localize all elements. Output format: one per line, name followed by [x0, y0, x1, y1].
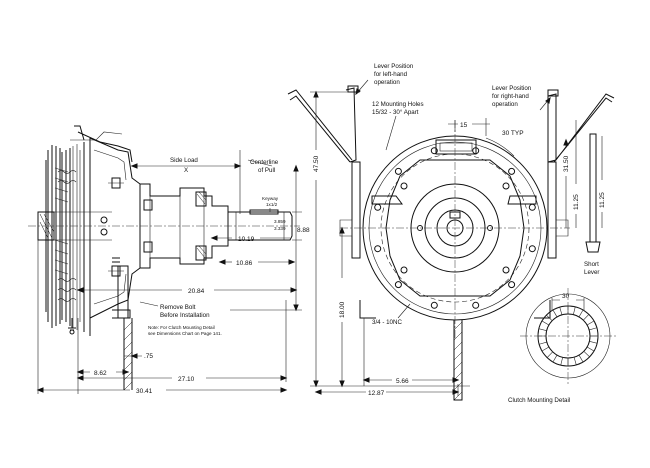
mounting-hole	[472, 301, 480, 309]
mount-holes-line1: 12 Mounting Holes	[372, 101, 424, 108]
lever-left-line3: operation	[374, 79, 400, 86]
dim-27-10: 27.10	[178, 376, 195, 383]
spline-tooth	[537, 328, 547, 337]
dim-75: .75	[144, 353, 153, 360]
lever-right-line3: operation	[492, 101, 518, 108]
spline-tooth	[538, 341, 550, 352]
side-load-x: X	[184, 167, 188, 174]
mounting-hole	[430, 147, 438, 155]
before-install-label: Before Installation	[160, 312, 210, 319]
mounting-hole	[430, 301, 438, 309]
mounting-hole	[508, 281, 516, 289]
dim-20-84: 20.84	[188, 288, 205, 295]
dim-8-88: 8.88	[297, 227, 310, 234]
side-load-label: Side Load	[170, 157, 198, 164]
spline-tooth	[578, 309, 590, 321]
thread-label: 3/4 - 10NC	[372, 319, 402, 326]
short-lever-line2: Lever	[584, 269, 599, 276]
dim-11-25-a: 11.25	[573, 194, 580, 210]
spline-tooth	[589, 335, 599, 344]
clutch-mounting-detail: 30 Clutch Mounting Detail	[508, 288, 616, 404]
side-elevation-view	[28, 125, 300, 391]
note-line2: see Dimensions Chart on Page 141.	[148, 331, 222, 336]
dim-8-62: 8.62	[94, 370, 107, 377]
dim-12-87: 12.87	[368, 390, 385, 397]
lever-right-line2: for right-hand	[492, 93, 529, 100]
dim-31-50: 31.50	[563, 155, 570, 172]
spline-tooth	[560, 357, 569, 367]
shaft-dia-1: 3.859	[274, 219, 286, 224]
dim-10-19: 10.19	[238, 236, 255, 243]
dim-10-86: 10.86	[236, 260, 253, 267]
spline-tooth	[552, 306, 563, 318]
keyway-size: 1x1/2	[266, 202, 278, 207]
keyway-label: Keyway	[262, 196, 279, 201]
dim-11-25-b: 11.25	[599, 192, 606, 208]
dim-5-66: 5.66	[396, 378, 409, 385]
of-pull-label: of Pull	[258, 167, 275, 174]
note-line1: Note: For Clutch Mounting Detail	[148, 325, 215, 330]
mount-holes-line2: 15/32 - 30° Apart	[372, 109, 419, 116]
mounting-holes	[374, 147, 536, 309]
short-lever-line1: Short	[584, 261, 599, 268]
centerline-label: Centerline	[250, 159, 279, 166]
spline-tooth	[546, 351, 558, 363]
lever-left-line2: for left-hand	[374, 71, 408, 78]
mounting-hole	[374, 245, 382, 253]
mounting-hole	[394, 167, 402, 175]
spline-teeth	[537, 305, 599, 367]
detail-caption: Clutch Mounting Detail	[508, 397, 570, 404]
spline-tooth	[573, 354, 584, 366]
front-elevation-dimensions: Lever Position for left-hand operation L…	[310, 63, 606, 397]
front-elevation-view	[287, 79, 615, 401]
dim-15: 15	[460, 122, 468, 129]
spline-tooth	[586, 320, 598, 331]
remove-bolt-label: Remove Bolt	[160, 304, 196, 311]
shaft-dia-2: 3.339	[274, 226, 286, 231]
dim-30-41: 30.41	[136, 388, 153, 395]
spline-tooth	[541, 314, 553, 326]
dim-30-typ: 30 TYP	[502, 130, 524, 137]
spline-tooth	[583, 346, 595, 358]
dim-47-50: 47.50	[313, 155, 320, 172]
mounting-hole	[394, 281, 402, 289]
mounting-hole	[508, 167, 516, 175]
mounting-hole	[528, 203, 536, 211]
lever-right-line1: Lever Position	[492, 85, 532, 92]
detail-dim-30: 30	[562, 293, 570, 300]
side-elevation-dimensions: Side Load X Centerline of Pull Keyway 1x…	[36, 150, 310, 395]
mounting-hole	[528, 245, 536, 253]
dim-18-00: 18.00	[339, 301, 346, 318]
lever-left-line1: Lever Position	[374, 63, 414, 70]
mounting-hole	[374, 203, 382, 211]
spline-tooth	[567, 305, 576, 315]
